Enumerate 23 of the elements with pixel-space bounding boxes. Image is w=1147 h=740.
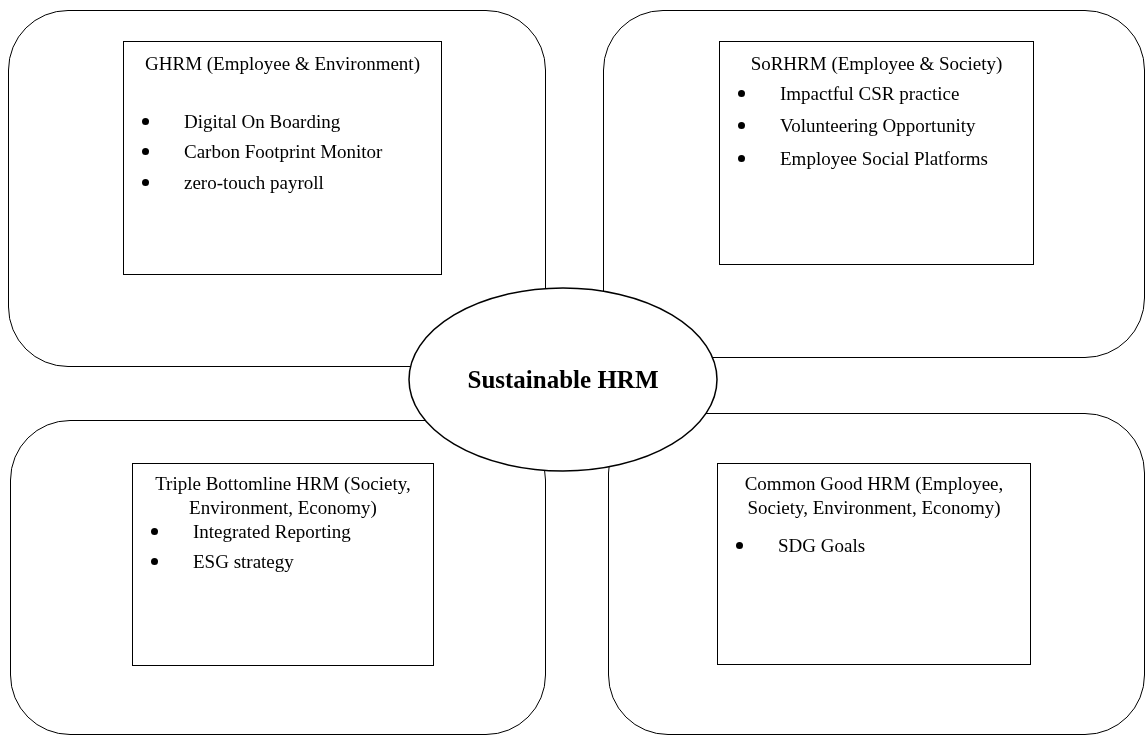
list-item: Carbon Footprint Monitor (184, 141, 383, 163)
list-item: ESG strategy (193, 551, 294, 573)
category-box (132, 463, 434, 666)
list-item: Digital On Boarding (184, 110, 341, 132)
center-title: Sustainable HRM (467, 365, 659, 394)
category-heading: GHRM (Employee & Environment) (144, 52, 421, 76)
category-box (719, 41, 1034, 265)
rounded-panel (603, 10, 1145, 358)
list-item: Employee Social Platforms (780, 148, 988, 170)
category-heading: SoRHRM (Employee & Society) (749, 52, 1004, 76)
center-ellipse (408, 287, 718, 472)
list-item: Impactful CSR practice (780, 82, 960, 104)
list-item: zero-touch payroll (184, 172, 324, 194)
category-heading: Common Good HRM (Employee, Society, Environment, Economy) (743, 472, 1005, 520)
list-item: SDG Goals (778, 534, 866, 556)
category-box (717, 463, 1031, 665)
category-box (123, 41, 442, 275)
list-item: Volunteering Opportunity (780, 115, 976, 137)
category-heading: Triple Bottomline HRM (Society, Environment, Economy) (154, 472, 412, 520)
rounded-panel (608, 413, 1145, 735)
rounded-panel (10, 420, 546, 735)
rounded-panel (8, 10, 546, 367)
list-item: Integrated Reporting (193, 520, 351, 542)
